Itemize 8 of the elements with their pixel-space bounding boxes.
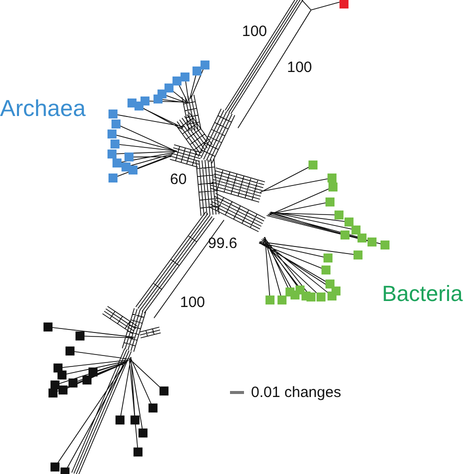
support-value: 100	[287, 60, 312, 75]
support-value: 99.6	[208, 236, 238, 251]
group-label: Archaea	[0, 97, 86, 120]
scale-label: 0.01 changes	[251, 385, 342, 400]
support-value: 100	[180, 295, 206, 310]
group-label: Bacteria	[382, 283, 463, 305]
support-value: 100	[242, 24, 268, 39]
support-value: 60	[170, 172, 187, 187]
